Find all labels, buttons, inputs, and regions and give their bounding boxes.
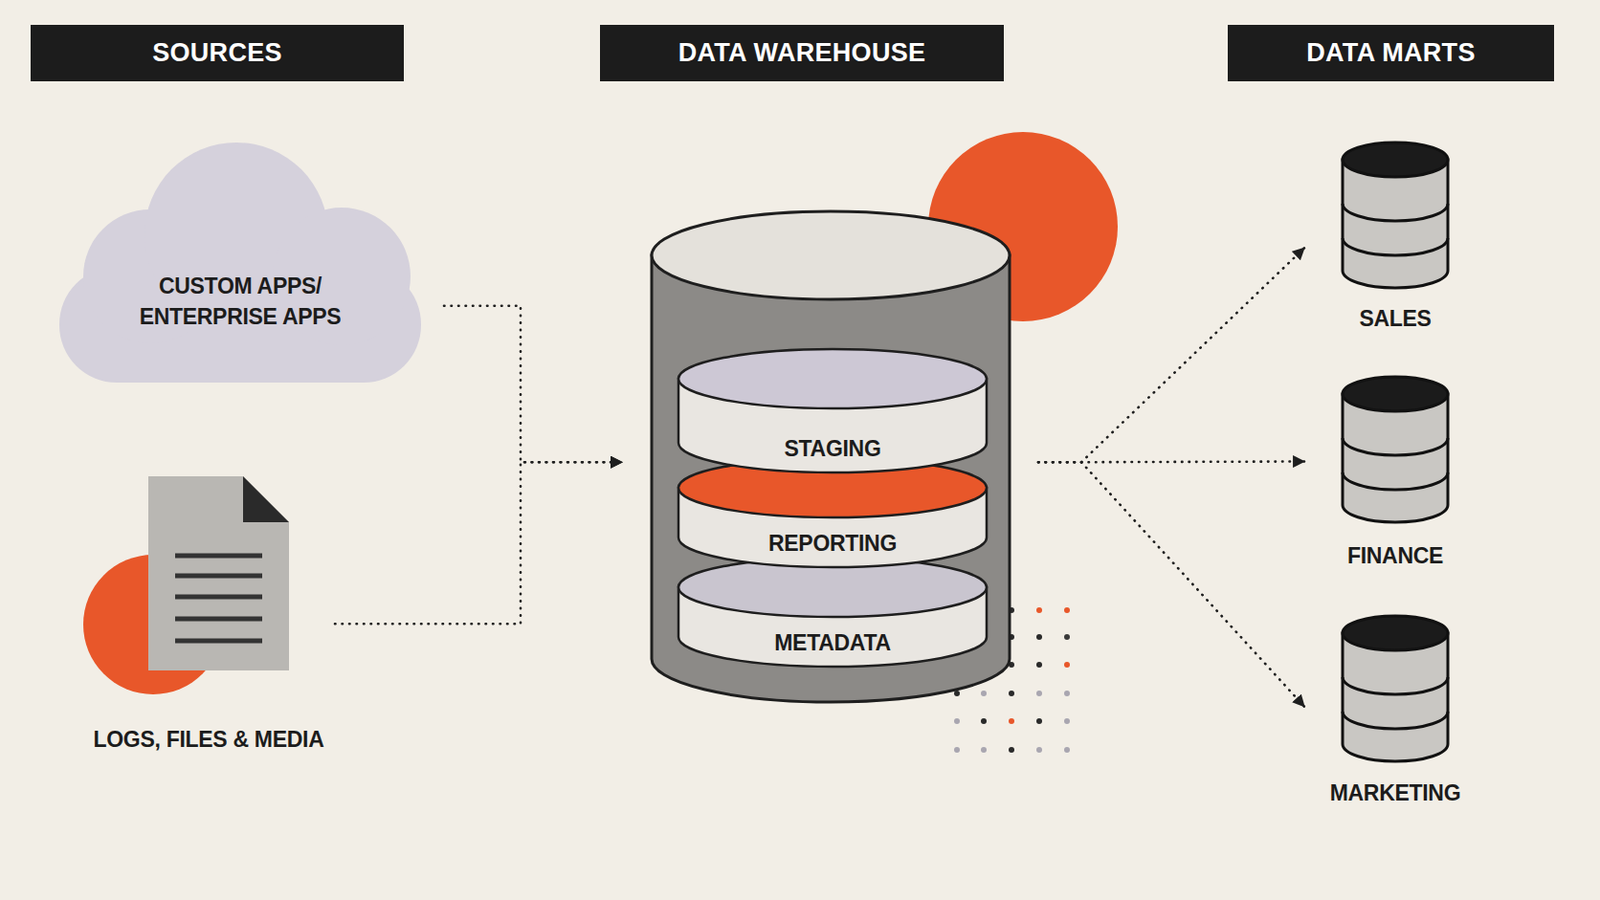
cylinder-top xyxy=(1342,142,1448,178)
cylinder-body xyxy=(651,255,1010,703)
cylinder-ring xyxy=(1342,203,1448,222)
text-line xyxy=(175,554,263,559)
mart-cylinder-shape xyxy=(1339,375,1451,525)
document-page xyxy=(148,476,289,671)
dot xyxy=(1064,662,1070,668)
cloud-fill xyxy=(59,142,422,383)
dot xyxy=(1036,634,1043,641)
dot xyxy=(1008,690,1015,697)
dotted-connector xyxy=(444,306,623,464)
text-line xyxy=(175,617,263,623)
dot xyxy=(1036,718,1043,725)
cloud-shape xyxy=(59,142,422,383)
data-mart: FINANCE xyxy=(1339,375,1451,525)
cylinder-top xyxy=(651,211,1010,300)
node-label: REPORTING xyxy=(676,530,989,557)
dot xyxy=(1036,747,1043,754)
text-line xyxy=(175,639,263,645)
folded-corner xyxy=(243,476,289,523)
document-shape xyxy=(148,476,289,671)
cylinder-body xyxy=(1342,633,1448,762)
dot xyxy=(1064,747,1070,754)
node-label: METADATA xyxy=(676,629,989,657)
disc-top xyxy=(678,557,987,618)
dot xyxy=(1036,607,1043,614)
dotted-connector xyxy=(334,462,623,624)
cylinder-ring xyxy=(1342,438,1448,456)
dot xyxy=(1064,607,1070,614)
dot xyxy=(1036,690,1043,697)
dot xyxy=(1008,718,1015,725)
dot xyxy=(1008,747,1015,754)
node-label: SALES xyxy=(1280,305,1511,333)
column-header: DATA MARTS xyxy=(1227,24,1555,82)
header-bar: DATA WAREHOUSE xyxy=(600,24,1004,82)
dotted-connector xyxy=(1038,247,1305,463)
disc-top xyxy=(678,458,987,518)
mart-cylinder-shape xyxy=(1339,614,1451,764)
cylinder-top xyxy=(1342,616,1448,651)
document-source: LOGS, FILES & MEDIA xyxy=(148,476,289,671)
cylinder-ring xyxy=(1342,711,1448,730)
cylinder-ring xyxy=(1342,677,1448,695)
node-label: CUSTOM APPS/ ENTERPRISE APPS xyxy=(115,270,365,333)
dot xyxy=(1064,690,1070,697)
cylinder-ring xyxy=(1342,238,1448,256)
data-mart: SALES xyxy=(1339,140,1451,290)
staging-layer: STAGING xyxy=(676,347,989,475)
dotted-connector xyxy=(1038,460,1305,464)
warehouse-cylinder: DATA WAREHOUSE STAGING REPORTING METADATA xyxy=(600,24,1015,705)
dot xyxy=(1036,662,1043,668)
dot xyxy=(954,718,960,725)
cylinder-body xyxy=(1342,159,1448,289)
dot xyxy=(980,747,987,754)
column-header: SOURCES xyxy=(30,24,404,82)
dot xyxy=(980,718,987,725)
dot xyxy=(1064,718,1070,725)
metadata-layer: METADATA xyxy=(676,555,989,669)
node-label: STAGING xyxy=(676,435,989,463)
dot xyxy=(1064,634,1070,641)
dotted-connector xyxy=(1038,462,1305,707)
node-label: FINANCE xyxy=(1280,542,1511,570)
cylinder-ring xyxy=(1342,472,1448,490)
cylinder-top xyxy=(1342,377,1448,412)
node-label: MARKETING xyxy=(1280,779,1511,807)
text-line xyxy=(175,595,263,600)
dot xyxy=(954,747,960,754)
cloud-source: CUSTOM APPS/ ENTERPRISE APPS xyxy=(59,142,422,383)
disc-top xyxy=(678,349,987,409)
data-mart: MARKETING xyxy=(1339,614,1451,764)
cylinder-body xyxy=(1342,394,1448,523)
dot xyxy=(980,690,987,697)
mart-cylinder-shape xyxy=(1339,140,1451,290)
text-line xyxy=(175,574,263,579)
node-label: LOGS, FILES & MEDIA xyxy=(55,726,362,754)
